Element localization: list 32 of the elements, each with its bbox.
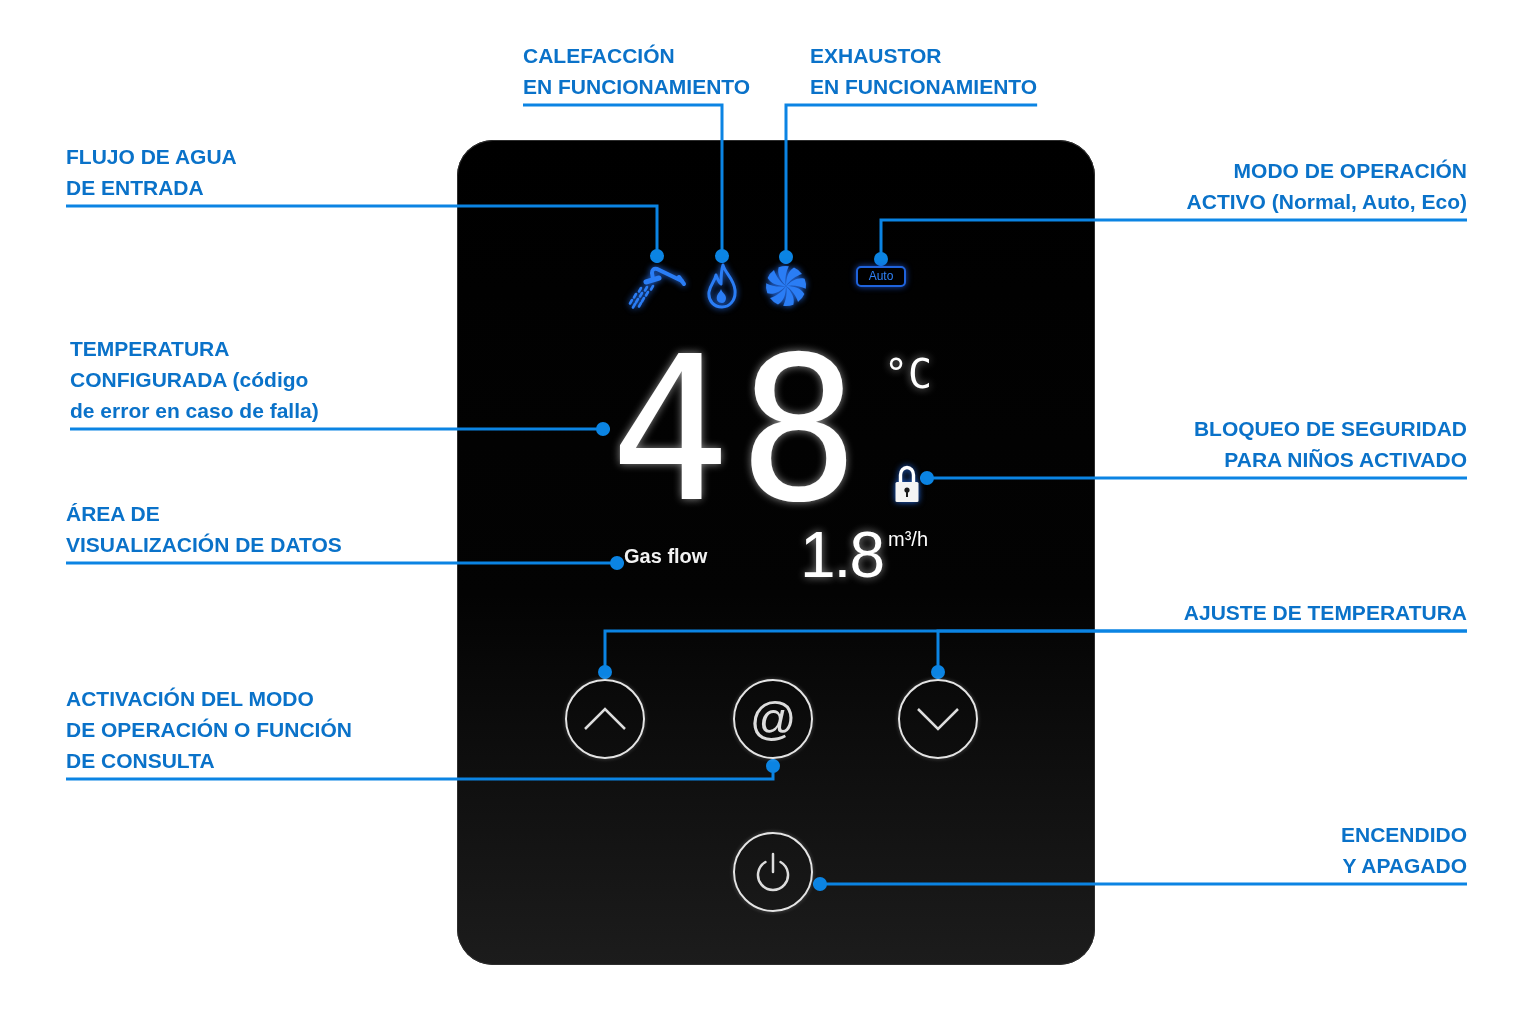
callout-label: ACTIVACIÓN DEL MODO DE OPERACIÓN O FUNCIÓN DE CONSULTA <box>66 683 352 776</box>
callout-label: ENCENDIDO Y APAGADO <box>1341 819 1467 881</box>
callout-label: CALEFACCIÓN EN FUNCIONAMIENTO <box>523 40 751 102</box>
leader-line <box>920 471 1467 485</box>
callout-label: FLUJO DE AGUA DE ENTRADA <box>66 141 237 203</box>
callout-label: ÁREA DE VISUALIZACIÓN DE DATOS <box>66 498 342 560</box>
fan-icon <box>764 264 808 308</box>
flame-icon <box>706 263 738 309</box>
leader-line <box>931 629 1467 679</box>
leader-line <box>66 759 780 781</box>
leader-line <box>813 877 1467 891</box>
leader-line <box>523 103 729 263</box>
callout-label: TEMPERATURA CONFIGURADA (código de error en caso de falla) <box>70 333 319 426</box>
callout-label: EXHAUSTOR EN FUNCIONAMIENTO <box>810 40 1038 102</box>
callout-label: AJUSTE DE TEMPERATURA <box>1183 597 1467 628</box>
unit-label: m³/h <box>888 528 928 550</box>
leader-line <box>874 218 1467 266</box>
up-button <box>565 679 645 759</box>
at-sign-button: @ <box>733 679 813 759</box>
callout-label: MODO DE OPERACIÓN ACTIVO (Normal, Auto, Eco) <box>1186 155 1467 217</box>
lock-icon <box>894 465 920 503</box>
control-panel <box>457 140 1095 965</box>
temperature-unit: °C <box>884 352 933 396</box>
readout-label: Gas flow <box>624 544 708 568</box>
callout-label: BLOQUEO DE SEGURIDAD PARA NIÑOS ACTIVADO <box>1193 413 1467 475</box>
leader-line <box>66 556 624 570</box>
leader-line <box>66 204 664 263</box>
leader-line <box>70 422 610 436</box>
down-button <box>898 679 978 759</box>
power-button <box>733 832 813 912</box>
status-badge: Auto <box>856 266 906 287</box>
leader-line <box>779 103 1038 264</box>
